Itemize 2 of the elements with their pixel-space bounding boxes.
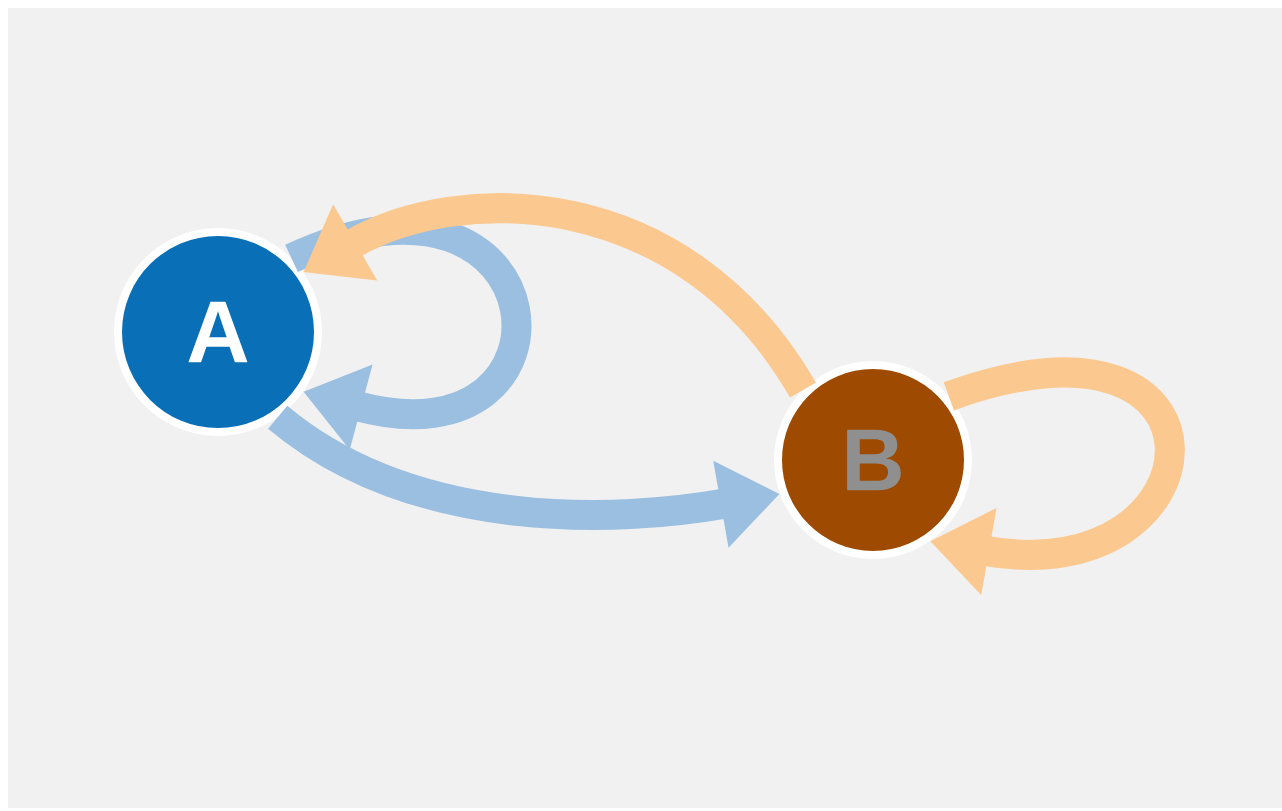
circle-node: A <box>114 228 322 436</box>
circle-node: B <box>774 361 972 559</box>
